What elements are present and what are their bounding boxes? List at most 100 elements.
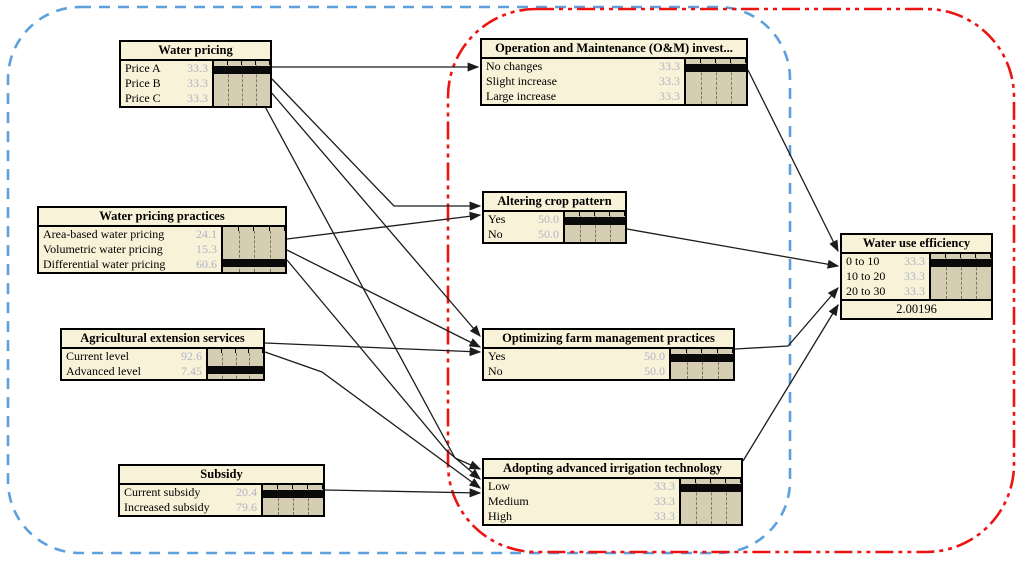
scale-gridline [293,489,294,515]
state-probability-value: 50.0 [538,227,559,241]
scale-tick [716,349,718,353]
edge-agricultural-extension-services-to-optimizing-farm-management [264,342,482,357]
scale-tick [213,61,214,65]
scale-gridline [278,489,279,515]
scale-tick [960,254,961,258]
scale-gridline [228,65,229,106]
scale-tick [227,61,228,65]
scale-tick [990,254,991,258]
state-row[interactable]: No 50.0 [484,227,563,242]
state-probability-value: 50.0 [644,349,665,363]
scale-gridline [976,258,977,299]
scale-gridline [269,231,271,272]
state-label: 0 to 10 [846,254,880,268]
scale-tick [222,227,223,231]
state-label: 20 to 30 [846,284,886,298]
scale-tick [248,349,250,353]
state-label: 10 to 20 [846,269,886,283]
node-title: Optimizing farm management practices [484,330,733,349]
scale-gridline [696,483,697,524]
node-title: Agricultural extension services [62,330,263,349]
scale-tick [594,212,595,216]
node-title: Operation and Maintenance (O&M) invest..… [482,40,746,59]
scale-tick [292,485,293,489]
state-row[interactable]: Yes 50.0 [484,349,669,364]
scale-tick [262,485,263,489]
node-title: Water pricing practices [39,208,285,227]
state-probability-value: 50.0 [538,212,559,226]
state-label: Advanced level [66,364,141,378]
scale-tick [277,485,278,489]
scale-tick [262,349,263,353]
scale-tick [220,349,222,353]
state-label: No [488,227,503,241]
belief-bar-panel [669,349,733,379]
node-title: Altering crop pattern [484,193,625,212]
belief-bar [263,490,323,498]
scale-tick [695,479,696,483]
scale-tick [975,254,976,258]
scale-tick [725,479,726,483]
scale-gridline [946,258,947,299]
node-om-investment[interactable]: Operation and Maintenance (O&M) invest..… [480,38,748,106]
belief-bar-panel [563,212,625,242]
state-probability-value: 15.3 [196,242,217,256]
scale-gridline [308,489,309,515]
scale-tick [564,212,565,216]
belief-bar [214,66,270,74]
scale-tick [700,59,701,63]
state-label: High [488,509,512,523]
scale-tick [234,349,236,353]
state-label: Area-based water pricing [43,227,165,241]
scale-tick [255,61,256,65]
scale-gridline [256,65,257,106]
scale-tick [284,227,285,231]
state-label: Slight increase [486,74,557,88]
scale-gridline [716,63,717,104]
scale-tick [322,485,323,489]
scale-gridline [717,353,719,379]
state-label: Yes [488,349,506,363]
belief-bar [671,354,733,362]
scale-gridline [701,63,702,104]
belief-bar [681,484,741,492]
